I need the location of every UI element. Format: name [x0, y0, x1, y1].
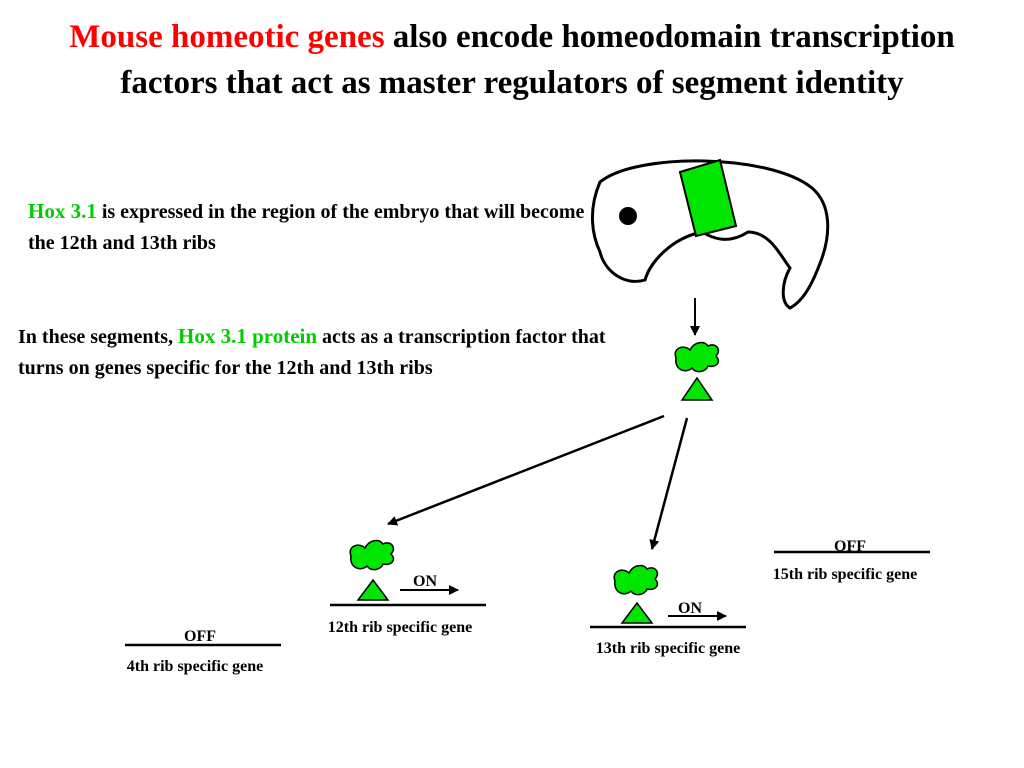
hox-gene-name: Hox 3.1	[28, 199, 97, 223]
function-paragraph: In these segments, Hox 3.1 protein acts …	[18, 321, 628, 384]
gene-4th-label: 4th rib specific gene	[126, 658, 264, 675]
arrow-to-13th-gene	[649, 417, 689, 550]
gene-15th-label: 15th rib specific gene	[772, 566, 918, 583]
gene-4th-state: OFF	[184, 628, 216, 645]
expression-text: is expressed in the region of the embryo…	[28, 201, 585, 254]
binding-site-12th-icon	[356, 578, 390, 601]
slide-title: Mouse homeotic genes also encode homeodo…	[40, 14, 984, 106]
gene-12th-state: ON	[413, 573, 437, 590]
expression-paragraph: Hox 3.1 is expressed in the region of th…	[28, 196, 588, 259]
hox-protein-13th-icon	[613, 564, 659, 596]
hox-expression-band	[678, 158, 738, 238]
binding-site-13th-icon	[620, 601, 654, 624]
embryo-outline	[590, 159, 830, 310]
function-text-rest: acts as a transcription factor that turn…	[18, 326, 606, 379]
hox-protein-name: Hox 3.1 protein	[178, 324, 318, 348]
title-rest: also encode homeodomain transcription fa…	[120, 19, 955, 101]
gene-13th-state: ON	[678, 600, 702, 617]
hox-protein-12th-icon	[349, 539, 395, 571]
hox-protein-icon	[674, 341, 720, 373]
function-text-pre: In these segments,	[18, 326, 178, 348]
embryo-eye	[619, 207, 637, 225]
binding-site-icon	[680, 376, 714, 401]
gene-13th-label: 13th rib specific gene	[595, 640, 741, 657]
arrow-to-12th-gene	[387, 414, 665, 526]
title-highlight: Mouse homeotic genes	[69, 19, 385, 55]
gene-12th-label: 12th rib specific gene	[327, 619, 473, 636]
gene-15th-state: OFF	[834, 538, 866, 555]
